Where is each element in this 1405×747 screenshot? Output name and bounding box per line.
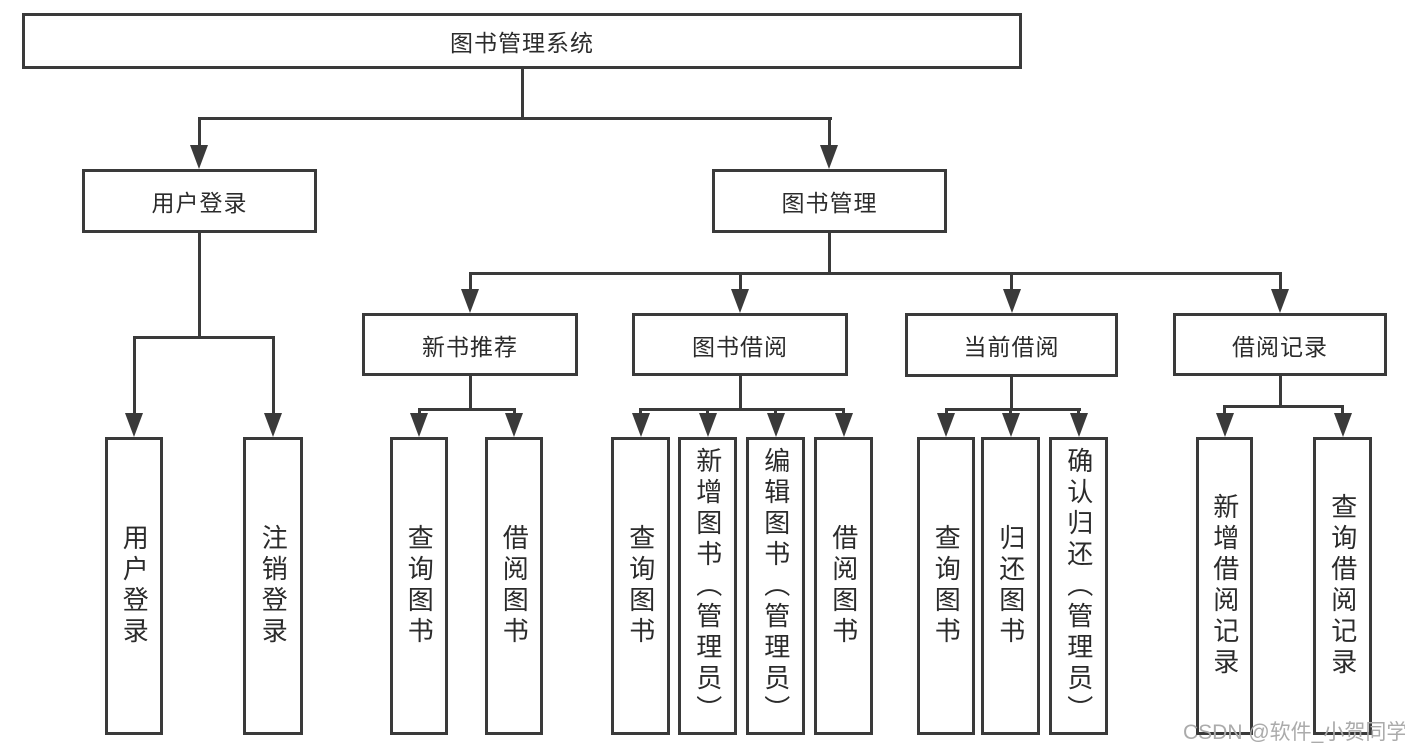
arrow-down-icon — [1001, 413, 1020, 437]
connector-line — [738, 272, 742, 292]
leaf-query-books-2: 查询图书 — [611, 437, 670, 735]
connector-line — [1223, 405, 1344, 408]
node-label: 新书推荐 — [422, 333, 518, 360]
connector-line — [706, 408, 709, 416]
connector-line — [1341, 405, 1344, 416]
leaf-label: 确认归还（管理员） — [1063, 446, 1094, 726]
arrow-down-icon — [264, 413, 282, 437]
leaf-query-borrow-record: 查询借阅记录 — [1313, 437, 1372, 735]
arrow-down-icon — [461, 289, 479, 313]
connector-line — [827, 233, 831, 275]
connector-line — [1077, 408, 1080, 416]
leaf-label: 用户登录 — [119, 524, 150, 648]
leaf-return-book: 归还图书 — [981, 437, 1040, 735]
arrow-down-icon — [631, 413, 650, 437]
leaf-label: 查询图书 — [931, 524, 962, 648]
arrow-down-icon — [505, 413, 523, 437]
leaf-query-books-1: 查询图书 — [390, 437, 448, 735]
connector-line — [1009, 408, 1012, 416]
leaf-confirm-return-admin: 确认归还（管理员） — [1049, 437, 1108, 735]
connector-line — [197, 117, 201, 147]
arrow-down-icon — [125, 413, 143, 437]
watermark: CSDN @软件_小贺同学 — [1183, 721, 1405, 744]
arrow-down-icon — [731, 289, 749, 313]
connector-line — [842, 408, 845, 416]
connector-line — [417, 408, 516, 411]
node-label: 借阅记录 — [1232, 333, 1328, 360]
node-new-book-recommend: 新书推荐 — [362, 313, 578, 376]
connector-line — [132, 336, 275, 339]
node-book-management: 图书管理 — [712, 169, 947, 233]
connector-line — [1010, 377, 1013, 411]
leaf-edit-book-admin: 编辑图书（管理员） — [746, 437, 805, 735]
arrow-down-icon — [1069, 413, 1088, 437]
leaf-borrow-books-2: 借阅图书 — [814, 437, 873, 735]
arrow-down-icon — [410, 413, 428, 437]
connector-line — [197, 232, 201, 336]
leaf-label: 借阅图书 — [499, 524, 530, 648]
connector-line — [774, 408, 777, 416]
connector-line — [468, 376, 472, 411]
leaf-label: 注销登录 — [258, 524, 289, 648]
node-label: 图书管理系统 — [450, 30, 594, 56]
connector-line — [197, 117, 832, 120]
node-current-borrow: 当前借阅 — [905, 313, 1118, 377]
connector-line — [1223, 405, 1226, 416]
node-library-system: 图书管理系统 — [22, 13, 1022, 69]
connector-line — [132, 336, 136, 416]
connector-line — [1010, 272, 1013, 292]
arrow-down-icon — [1333, 413, 1352, 437]
connector-line — [468, 272, 1282, 275]
node-label: 图书借阅 — [692, 333, 788, 360]
arrow-down-icon — [1271, 289, 1289, 313]
node-borrow-records: 借阅记录 — [1173, 313, 1387, 376]
connector-line — [1278, 375, 1282, 408]
connector-line — [639, 408, 642, 416]
connector-line — [944, 408, 1081, 411]
leaf-label: 编辑图书（管理员） — [760, 446, 791, 726]
connector-line — [468, 272, 472, 292]
connector-line — [827, 117, 831, 147]
arrow-down-icon — [1215, 413, 1234, 437]
connector-line — [520, 68, 524, 117]
node-label: 用户登录 — [151, 190, 248, 216]
node-label: 图书管理 — [781, 190, 878, 216]
arrow-down-icon — [190, 145, 208, 169]
leaf-add-borrow-record: 新增借阅记录 — [1196, 437, 1253, 735]
connector-line — [944, 408, 948, 416]
leaf-logout: 注销登录 — [243, 437, 303, 735]
leaf-label: 新增图书（管理员） — [692, 446, 723, 726]
arrow-down-icon — [698, 413, 717, 437]
node-label: 当前借阅 — [963, 334, 1060, 360]
leaf-borrow-books-1: 借阅图书 — [485, 437, 543, 735]
leaf-label: 借阅图书 — [828, 524, 859, 648]
connector-line — [271, 336, 275, 416]
arrow-down-icon — [937, 413, 955, 437]
node-user-login: 用户登录 — [82, 169, 317, 233]
arrow-down-icon — [834, 413, 853, 437]
connector-line — [639, 408, 845, 411]
leaf-add-book-admin: 新增图书（管理员） — [678, 437, 737, 735]
leaf-user-login: 用户登录 — [105, 437, 163, 735]
arrow-down-icon — [1002, 289, 1021, 313]
leaf-query-books-3: 查询图书 — [917, 437, 975, 735]
arrow-down-icon — [766, 413, 785, 437]
connector-line — [1278, 272, 1282, 292]
leaf-label: 新增借阅记录 — [1209, 493, 1240, 679]
leaf-label: 查询借阅记录 — [1327, 493, 1358, 679]
node-book-borrow: 图书借阅 — [632, 313, 848, 376]
arrow-down-icon — [820, 145, 838, 169]
connector-line — [512, 408, 516, 416]
leaf-label: 归还图书 — [995, 524, 1026, 648]
leaf-label: 查询图书 — [625, 524, 656, 648]
connector-line — [738, 376, 742, 411]
leaf-label: 查询图书 — [404, 524, 435, 648]
connector-line — [417, 408, 421, 416]
